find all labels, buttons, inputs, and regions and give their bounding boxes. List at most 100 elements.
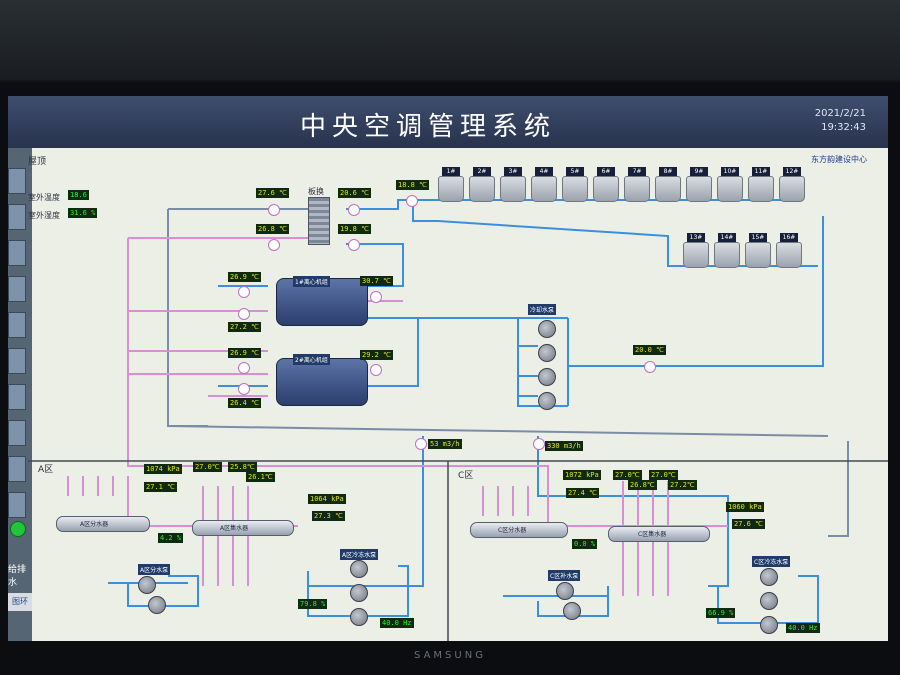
sidebar-label-bottom: 给排水 — [8, 565, 27, 588]
tower-label: 6# — [597, 167, 615, 176]
tower-label: 4# — [535, 167, 553, 176]
sidebar-button-4[interactable] — [8, 276, 26, 302]
status-led-icon — [10, 521, 26, 537]
tower-label: 5# — [566, 167, 584, 176]
hx-out-bottom-temp: 19.8 ℃ — [338, 224, 371, 234]
chiller-2-label: 2#离心机组 — [293, 354, 330, 365]
chiller-1-temp-b: 30.7 ℃ — [360, 276, 393, 286]
tower-label: 7# — [628, 167, 646, 176]
zone-a-t1: 27.1 ℃ — [144, 482, 177, 492]
sidebar-button-1[interactable] — [8, 168, 26, 194]
sidebar-button-5[interactable] — [8, 312, 26, 338]
valve-marker[interactable] — [406, 195, 418, 207]
valve-marker[interactable] — [370, 291, 382, 303]
zone-a-label: A区 — [38, 465, 54, 475]
valve-marker[interactable] — [238, 362, 250, 374]
zone-c-distributor[interactable] — [470, 522, 568, 538]
zone-a-supply-pump-label: A区冷冻水泵 — [340, 549, 379, 560]
zone-c-dist-label: C区分水器 — [498, 527, 527, 534]
cooling-tower[interactable]: 13# — [683, 233, 709, 268]
valve-marker[interactable] — [415, 438, 427, 450]
sidebar-button-7[interactable] — [8, 384, 26, 410]
hx-in-top-temp: 27.6 ℃ — [256, 188, 289, 198]
sidebar-button-6[interactable] — [8, 348, 26, 374]
cooling-tower[interactable]: 12# — [779, 167, 805, 202]
plate-heat-exchanger[interactable] — [308, 197, 330, 245]
zone-c-valve: 0.0 % — [572, 539, 598, 549]
zone-a-supply-pump[interactable] — [350, 584, 368, 602]
valve-marker[interactable] — [238, 286, 250, 298]
zone-a-collect-label: A区集水器 — [220, 525, 249, 532]
zone-a-supply-pump[interactable] — [350, 560, 368, 578]
sidebar-button-2[interactable] — [8, 204, 26, 230]
zone-a-pump[interactable] — [138, 576, 156, 594]
zone-c-pump-label: C区补水泵 — [548, 570, 581, 581]
cooling-pump[interactable] — [538, 392, 556, 410]
cooling-tower[interactable]: 8# — [655, 167, 681, 202]
valve-marker[interactable] — [370, 364, 382, 376]
cooling-tower[interactable]: 4# — [531, 167, 557, 202]
cooling-tower[interactable]: 1# — [438, 167, 464, 202]
zone-a-pump-label: A区分水泵 — [138, 564, 171, 575]
tower-label: 9# — [690, 167, 708, 176]
valve-marker[interactable] — [644, 361, 656, 373]
cooling-tower[interactable]: 16# — [776, 233, 802, 268]
zone-c-supply-pump[interactable] — [760, 568, 778, 586]
date-text: 2021/2/21 — [814, 108, 866, 119]
chiller-2-temp-c: 26.4 ℃ — [228, 398, 261, 408]
zone-c-collector[interactable] — [608, 526, 710, 542]
zone-a-t2: 27.3 ℃ — [312, 511, 345, 521]
header-bar: 中央空调管理系统 2021/2/21 19:32:43 — [8, 96, 888, 148]
zone-a-flow: 53 m3/h — [428, 439, 462, 449]
cooling-tower[interactable]: 15# — [745, 233, 771, 268]
valve-marker[interactable] — [268, 239, 280, 251]
zone-c-pump[interactable] — [556, 582, 574, 600]
cooling-pump[interactable] — [538, 320, 556, 338]
sidebar-button-10[interactable] — [8, 492, 26, 518]
cooling-tower[interactable]: 11# — [748, 167, 774, 202]
sidebar-button-9[interactable] — [8, 456, 26, 482]
monitor-brand-logo: SAMSUNG — [414, 650, 486, 661]
valve-marker[interactable] — [348, 239, 360, 251]
cooling-tower[interactable]: 10# — [717, 167, 743, 202]
zone-a-p2: 1064 kPa — [308, 494, 346, 504]
cooling-tower[interactable]: 9# — [686, 167, 712, 202]
zone-c-supply-pump[interactable] — [760, 616, 778, 634]
chiller-2[interactable] — [276, 358, 368, 406]
cooling-pump[interactable] — [538, 368, 556, 386]
zone-a-collector[interactable] — [192, 520, 294, 536]
valve-marker[interactable] — [348, 204, 360, 216]
page-title: 中央空调管理系统 — [299, 112, 556, 142]
zone-c-collect-label: C区集水器 — [638, 531, 667, 538]
cooling-tower[interactable]: 7# — [624, 167, 650, 202]
scada-screen: 中央空调管理系统 2021/2/21 19:32:43 给排水 图环 屋顶 东方… — [8, 96, 888, 641]
cooling-tower[interactable]: 5# — [562, 167, 588, 202]
valve-marker[interactable] — [268, 204, 280, 216]
zone-a-freq: 79.8 % — [298, 599, 328, 609]
zone-a-p1: 1074 kPa — [144, 464, 182, 474]
cooling-tower[interactable]: 14# — [714, 233, 740, 268]
cooling-pump[interactable] — [538, 344, 556, 362]
zone-a-pump[interactable] — [148, 596, 166, 614]
zone-c-p1: 1072 kPa — [563, 470, 601, 480]
room-background — [0, 0, 900, 80]
zone-a-branch-temp: 25.8℃ — [228, 462, 257, 472]
zone-a-supply-pump[interactable] — [350, 608, 368, 626]
zone-c-supply-pump[interactable] — [760, 592, 778, 610]
zone-c-p2: 1060 kPa — [726, 502, 764, 512]
valve-marker[interactable] — [533, 438, 545, 450]
outdoor-humid-value: 31.6 % — [68, 208, 98, 218]
sidebar-button-8[interactable] — [8, 420, 26, 446]
cooling-tower[interactable]: 3# — [500, 167, 526, 202]
valve-marker[interactable] — [238, 308, 250, 320]
tower-label: 11# — [752, 167, 770, 176]
sidebar-button-3[interactable] — [8, 240, 26, 266]
valve-marker[interactable] — [238, 383, 250, 395]
zone-a-distributor[interactable] — [56, 516, 150, 532]
tower-label: 13# — [687, 233, 705, 242]
cooling-tower[interactable]: 6# — [593, 167, 619, 202]
cooling-tower[interactable]: 2# — [469, 167, 495, 202]
chiller-1[interactable] — [276, 278, 368, 326]
zone-c-pump[interactable] — [563, 602, 581, 620]
time-text: 19:32:43 — [821, 122, 866, 133]
